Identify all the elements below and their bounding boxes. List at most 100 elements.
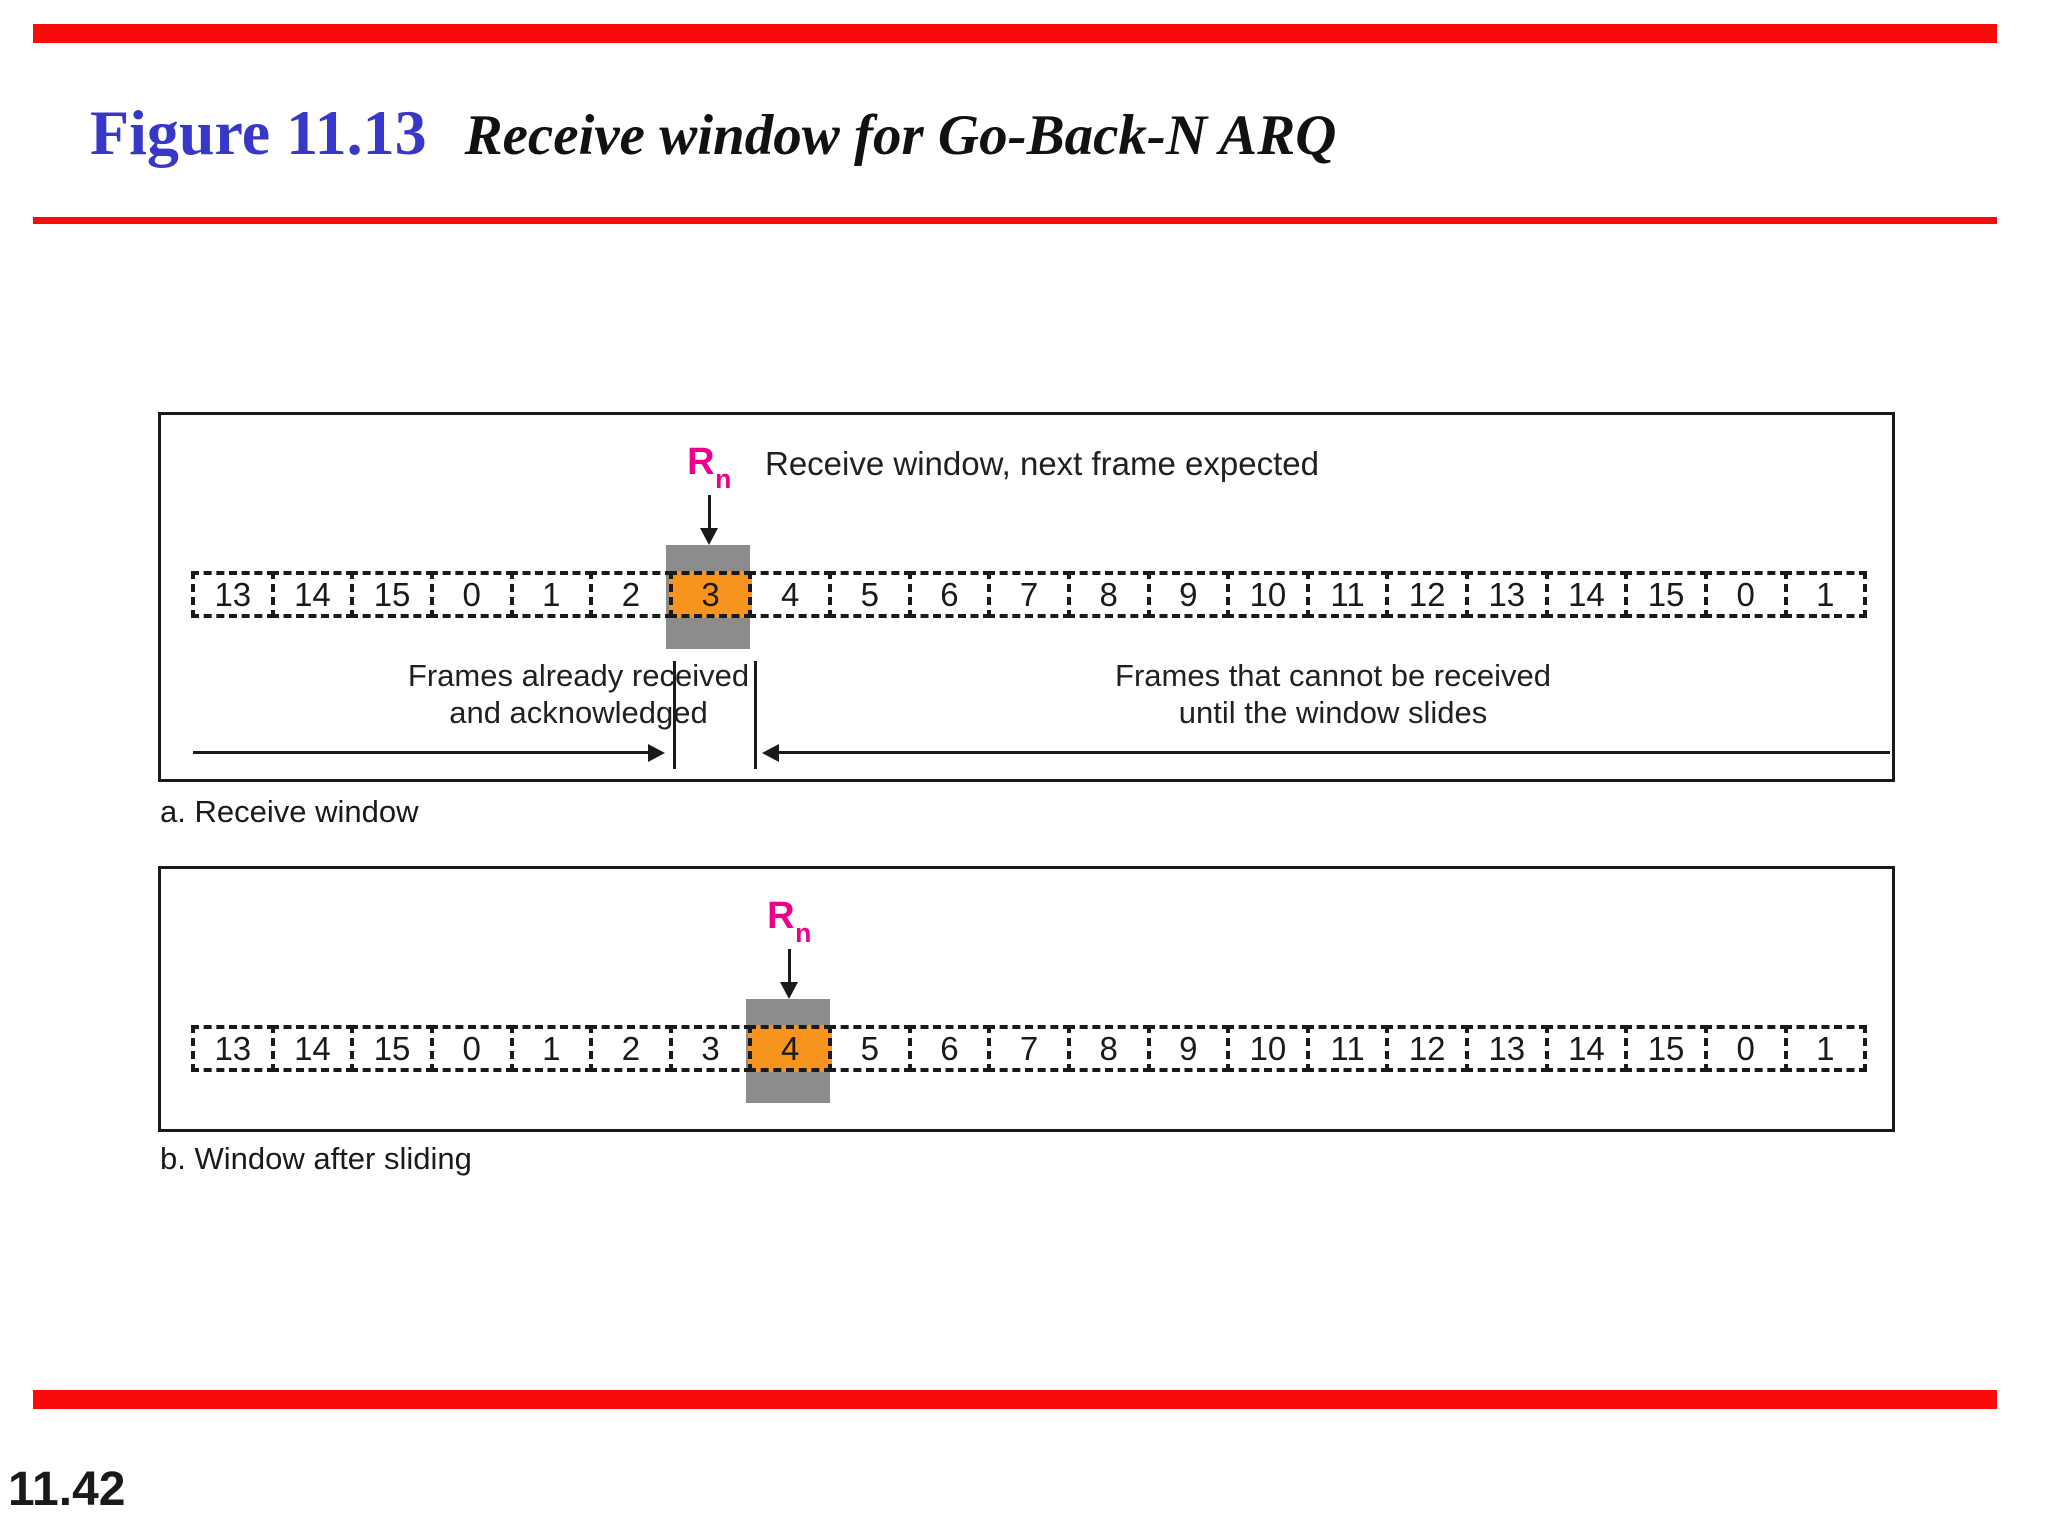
frame-cell: 1	[1783, 1025, 1868, 1072]
frame-cell: 2	[589, 571, 673, 618]
rn-pointer-label: Rn	[767, 895, 812, 949]
right-range-arrowhead-icon	[762, 744, 779, 762]
frame-cell: 1	[1783, 571, 1868, 618]
title-underline	[33, 217, 1997, 224]
window-left-tick	[673, 661, 676, 769]
frame-number: 5	[860, 1029, 879, 1067]
frame-cell: 6	[907, 571, 992, 618]
frame-cell: 5	[828, 1025, 912, 1072]
rn-arrow-line	[788, 949, 791, 983]
frame-number: 14	[294, 1029, 331, 1067]
frame-cell-window: 4	[748, 1025, 832, 1072]
frame-cell: 8	[1066, 571, 1151, 618]
frame-number: 5	[860, 575, 879, 613]
frame-cell: 7	[987, 571, 1071, 618]
panel-b-caption: b. Window after sliding	[160, 1141, 472, 1176]
frame-number: 12	[1408, 1029, 1446, 1067]
frame-cell: 15	[350, 1025, 434, 1072]
frame-number: 9	[1179, 575, 1198, 613]
frame-number: 4	[781, 575, 800, 613]
frame-number: 15	[373, 1029, 411, 1067]
frame-cell: 15	[1624, 1025, 1708, 1072]
frame-number: 11	[1330, 575, 1365, 613]
frame-number: 4	[781, 1029, 800, 1067]
frame-cell: 12	[1385, 1025, 1469, 1072]
rn-arrowhead-icon	[780, 982, 798, 999]
frame-cell: 11	[1305, 571, 1390, 618]
frame-cell: 0	[1703, 571, 1788, 618]
frame-cell: 15	[1624, 571, 1708, 618]
frame-cell: 10	[1226, 1025, 1310, 1072]
window-right-tick	[754, 661, 757, 769]
frame-number: 12	[1408, 575, 1446, 613]
frame-cell: 4	[748, 571, 832, 618]
frame-number: 13	[1488, 575, 1526, 613]
frame-cell: 14	[1544, 1025, 1629, 1072]
frame-cell: 12	[1385, 571, 1469, 618]
page-number: 11.42	[8, 1463, 126, 1516]
frame-cell: 13	[1465, 571, 1549, 618]
frame-cell: 11	[1305, 1025, 1390, 1072]
frame-cell: 7	[987, 1025, 1071, 1072]
frame-number: 13	[214, 1029, 252, 1067]
frame-number: 2	[621, 1029, 641, 1067]
frame-cell: 15	[350, 571, 434, 618]
frame-cell: 13	[191, 571, 275, 618]
panel-a-caption: a. Receive window	[160, 794, 419, 829]
frame-cell: 10	[1226, 571, 1310, 618]
panel-a-receive-window: Rn Receive window, next frame expected 1…	[158, 412, 1895, 782]
right-range-arrow-line	[778, 751, 1890, 754]
figure-title-text: Receive window for Go-Back-N ARQ	[464, 104, 1337, 167]
frame-number: 0	[462, 575, 481, 613]
right-zone-label-line2: until the window slides	[1178, 695, 1488, 730]
frame-cell: 14	[1544, 571, 1629, 618]
frame-number: 7	[1019, 575, 1039, 613]
frame-number: 1	[542, 1029, 561, 1067]
frame-number: 14	[1568, 575, 1605, 613]
frame-number: 0	[1736, 1029, 1755, 1067]
frame-number: 13	[1488, 1029, 1526, 1067]
right-zone-label-line1: Frames that cannot be received	[1115, 658, 1551, 693]
frame-cell-window: 3	[668, 571, 753, 618]
top-accent-bar	[33, 24, 1997, 43]
left-range-arrowhead-icon	[648, 744, 665, 762]
frame-number: 8	[1099, 1029, 1118, 1067]
frame-cell: 0	[429, 571, 514, 618]
frame-cell: 5	[828, 571, 912, 618]
frame-number: 2	[621, 575, 641, 613]
left-range-arrow-line	[193, 751, 649, 754]
frame-cell: 0	[429, 1025, 514, 1072]
right-zone-label: Frames that cannot be received until the…	[1083, 657, 1583, 731]
frame-number: 0	[1736, 575, 1755, 613]
frame-cell: 1	[509, 1025, 594, 1072]
frame-number: 8	[1099, 575, 1118, 613]
rn-arrowhead-icon	[700, 528, 718, 545]
frame-number: 13	[214, 575, 252, 613]
frame-cell: 6	[907, 1025, 992, 1072]
left-zone-label-line2: and acknowledged	[449, 695, 708, 730]
frame-number: 11	[1330, 1029, 1365, 1067]
frame-cell: 8	[1066, 1025, 1151, 1072]
frame-cell: 14	[270, 571, 355, 618]
figure-title: Figure 11.13 Receive window for Go-Back-…	[90, 96, 1336, 170]
left-zone-label-line1: Frames already received	[407, 658, 750, 693]
frame-cell: 13	[191, 1025, 275, 1072]
frame-cell: 2	[589, 1025, 673, 1072]
frame-number: 15	[373, 575, 411, 613]
frame-number: 0	[462, 1029, 481, 1067]
frame-number: 1	[1816, 575, 1835, 613]
frame-number: 15	[1647, 1029, 1685, 1067]
frame-cell: 13	[1465, 1025, 1549, 1072]
left-zone-label: Frames already received and acknowledged	[191, 657, 966, 731]
frame-number: 14	[294, 575, 331, 613]
frame-number: 10	[1249, 575, 1287, 613]
bottom-accent-bar	[33, 1390, 1997, 1409]
frame-cell: 1	[509, 571, 594, 618]
frame-number: 3	[701, 1029, 720, 1067]
rn-arrow-line	[708, 495, 711, 529]
frame-number: 7	[1019, 1029, 1039, 1067]
